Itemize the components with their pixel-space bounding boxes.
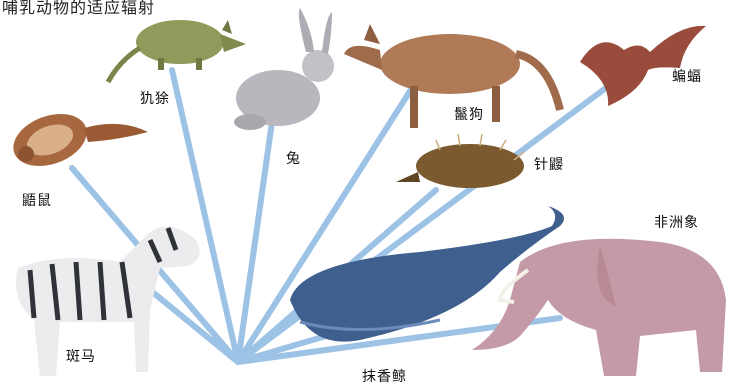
label-whale: 抹香鲸 xyxy=(362,366,407,386)
zebra-illustration xyxy=(16,227,200,376)
armadillo-illustration xyxy=(108,20,246,82)
label-elephant: 非洲象 xyxy=(654,212,699,232)
label-rabbit: 兔 xyxy=(286,148,301,168)
label-armadillo: 犰狳 xyxy=(140,88,170,108)
label-echidna: 针鼹 xyxy=(534,154,564,174)
label-zebra: 斑马 xyxy=(66,346,96,366)
rabbit-illustration xyxy=(234,8,334,130)
flying-squirrel-illustration xyxy=(6,104,148,175)
aardwolf-illustration xyxy=(344,24,560,128)
ray-rabbit xyxy=(238,122,272,362)
label-bat: 蝙蝠 xyxy=(672,66,702,86)
label-flying-squirrel: 鼯鼠 xyxy=(22,190,52,210)
echidna-illustration xyxy=(396,134,524,188)
label-aardwolf: 鬣狗 xyxy=(454,104,484,124)
